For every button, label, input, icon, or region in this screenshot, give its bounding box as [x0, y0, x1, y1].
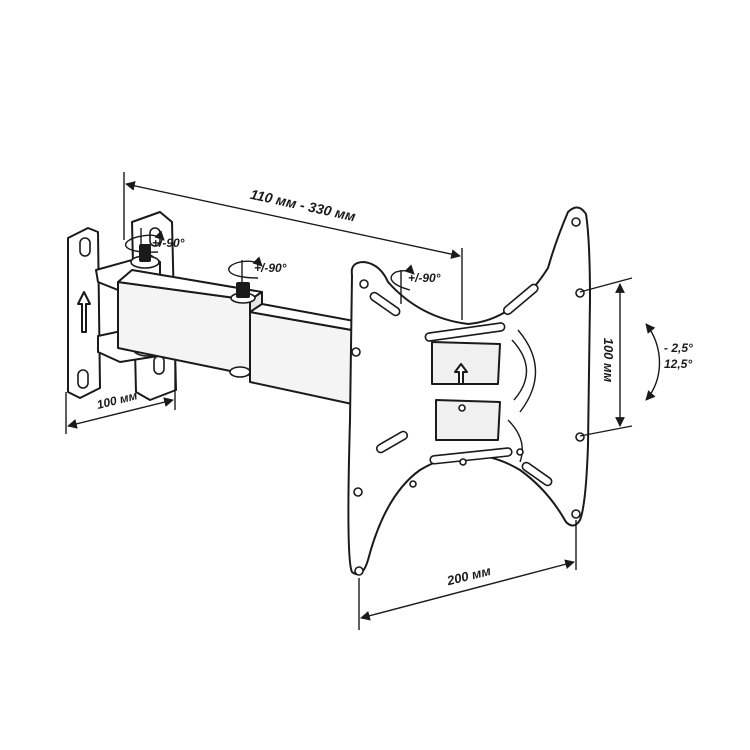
vesa-height-label: 100 мм [601, 338, 616, 383]
arm-extension-label: 110 мм - 330 мм [249, 186, 358, 225]
dimension-vesa-height: 100 мм [579, 277, 633, 437]
wall-width-label: 100 мм [95, 388, 138, 412]
curved-double-arrow-icon [645, 323, 661, 401]
swivel-middle: +/-90° [228, 256, 287, 288]
swivel-wall: +/-90° [124, 228, 185, 262]
curved-arrow-icon [390, 264, 415, 291]
tilt-up-label: - 2,5° [664, 341, 693, 355]
swivel-middle-label: +/-90° [254, 261, 287, 275]
curved-arrow-icon [228, 256, 263, 279]
tilt-indicator: - 2,5° 12,5° [645, 323, 693, 401]
swivel-head-label: +/-90° [408, 271, 441, 285]
dimension-vesa-width: 200 мм [358, 520, 577, 630]
curved-arrow-icon [124, 230, 165, 253]
swivel-wall-label: +/-90° [152, 236, 185, 250]
up-arrow-icon [77, 291, 91, 333]
vesa-plate [347, 206, 591, 576]
tilt-down-label: 12,5° [664, 357, 692, 371]
up-arrow-icon [454, 363, 468, 385]
swivel-head: +/-90° [390, 264, 441, 304]
